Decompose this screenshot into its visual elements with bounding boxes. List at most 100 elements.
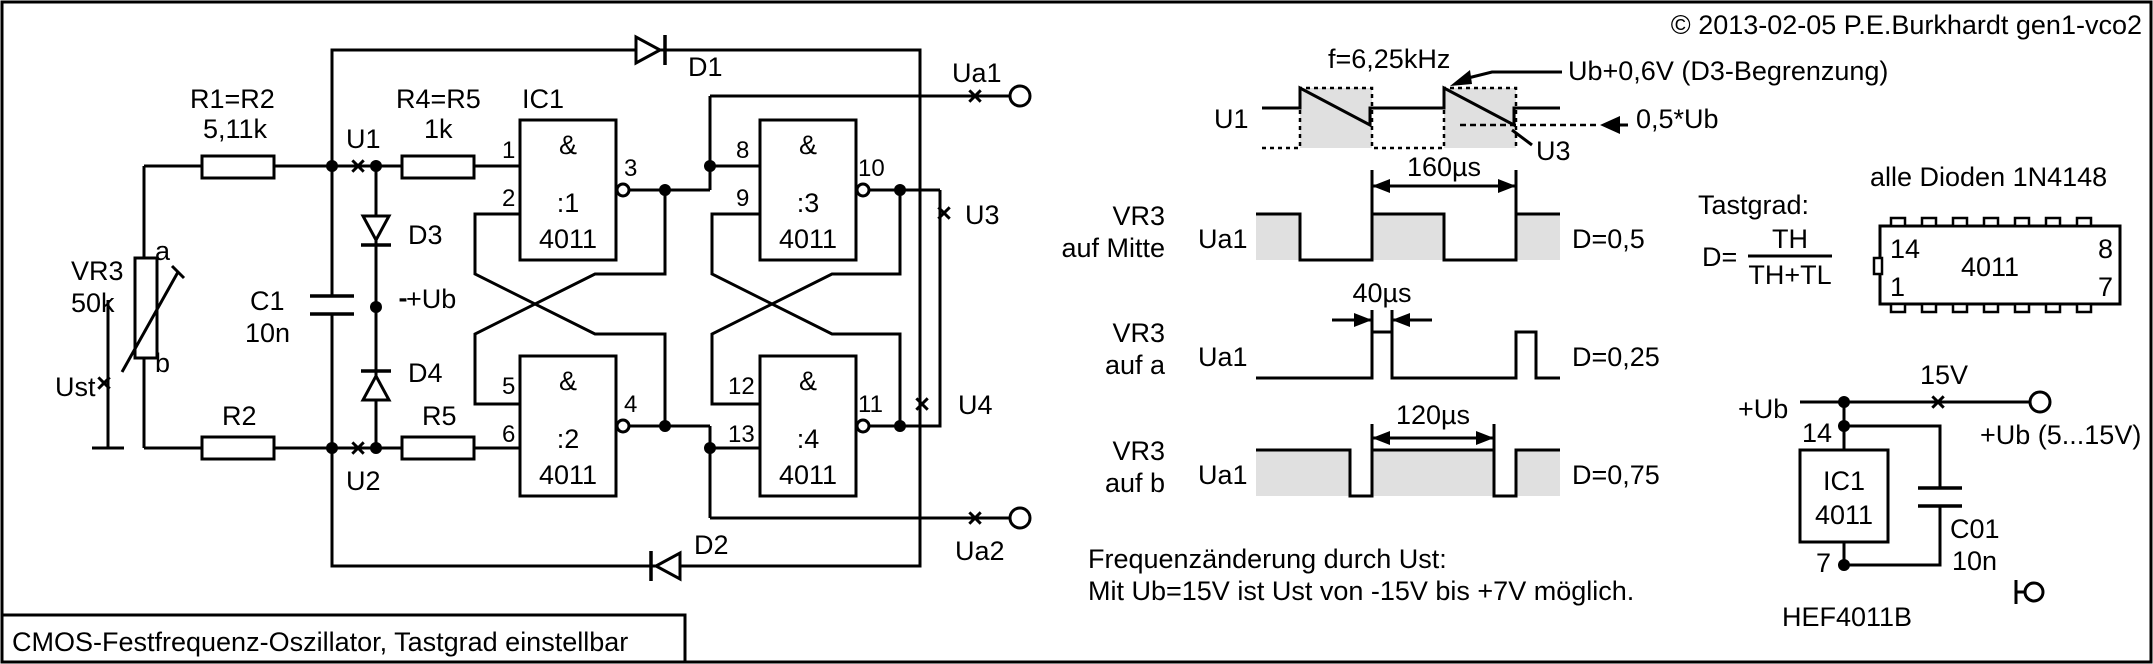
supply-part: HEF4011B	[1782, 602, 1912, 632]
gate-2-inverter	[615, 418, 631, 434]
row1-dim-arrow-left	[1372, 179, 1390, 193]
row3-duty: D=0,75	[1572, 460, 1660, 490]
junction-dot	[659, 420, 671, 432]
row2-waveform	[1256, 330, 1560, 380]
junction-dot	[326, 160, 338, 172]
gate-link-wires-b	[710, 164, 760, 450]
supply-ic-type: 4011	[1815, 500, 1873, 530]
supply-range: +Ub (5...15V)	[1980, 420, 2141, 450]
label-ust: Ust	[55, 372, 96, 402]
row1-signal: Ua1	[1198, 224, 1248, 254]
ub-limit-arrow	[1450, 70, 1472, 86]
package-title: alle Dioden 1N4148	[1870, 162, 2107, 192]
gate-1	[518, 118, 618, 262]
gate-3-pin-b: 9	[736, 185, 749, 212]
label-ub-limit: Ub+0,6V (D3-Begrenzung)	[1568, 56, 1888, 86]
u1-u3-waveform	[1262, 85, 1600, 150]
row2-dim-arrow-left	[1354, 313, 1372, 327]
junction-dot	[704, 160, 716, 172]
label-plus-ub: +Ub	[406, 284, 456, 314]
ust-marker: ×	[96, 368, 112, 398]
label-c1: C1	[250, 286, 285, 316]
gate-1-name: :1	[557, 188, 580, 218]
row3-dimension	[1370, 424, 1496, 450]
row2-line1: VR3	[1112, 318, 1165, 348]
supply-pin14: 14	[1802, 418, 1832, 448]
label-u3-wave: U3	[1536, 136, 1571, 166]
gate-4	[758, 354, 858, 498]
label-d3: D3	[408, 220, 443, 250]
copyright-note: © 2013-02-05 P.E.Burkhardt gen1-vco2	[1671, 10, 2142, 40]
cross-wire-b	[473, 190, 667, 406]
plus-ub-tick: -	[399, 283, 408, 313]
row3-waveform	[1256, 448, 1560, 498]
junction-dot	[370, 442, 382, 454]
gate-1-pin-a: 1	[502, 137, 515, 164]
label-u2: U2	[346, 466, 381, 496]
row1-dim-arrow-right	[1498, 179, 1516, 193]
gate-4-inverter	[855, 418, 871, 434]
output-lines	[710, 94, 1010, 520]
resistor-r5	[400, 435, 476, 461]
title-box	[0, 613, 687, 664]
gate-3-name: :3	[797, 188, 820, 218]
row3-line2: auf b	[1105, 468, 1165, 498]
label-u1: U1	[346, 124, 381, 154]
ua1-terminal	[1008, 84, 1032, 108]
u1-marker: ×	[350, 151, 366, 181]
ic1-supply-box	[1798, 448, 1890, 544]
gate-1-symbol: &	[559, 130, 577, 160]
ground-terminal	[2023, 581, 2045, 603]
u4-marker: ×	[914, 389, 930, 419]
label-d2: D2	[694, 530, 729, 560]
resistor-r4	[400, 154, 476, 180]
label-vr3-a: a	[155, 236, 171, 266]
gate-3-inverter	[855, 182, 871, 198]
gate-2	[518, 354, 618, 498]
junction-dot	[1838, 420, 1850, 432]
package-pin8: 8	[2098, 234, 2113, 264]
row3-signal: Ua1	[1198, 460, 1248, 490]
row2-signal: Ua1	[1198, 342, 1248, 372]
gate-1-type: 4011	[539, 224, 597, 254]
gate-1-pin-out: 3	[624, 155, 637, 182]
row1-waveform	[1256, 212, 1560, 262]
wire-u1-u2	[332, 164, 402, 450]
row1-dimension	[1370, 170, 1518, 214]
supply-terminal	[2028, 390, 2052, 414]
formula-title: Tastgrad:	[1698, 190, 1809, 220]
potentiometer-arrow	[120, 271, 180, 373]
supply-15v: 15V	[1920, 360, 1968, 390]
gate-2-pin-a: 5	[502, 373, 515, 400]
u2-marker: ×	[350, 433, 366, 463]
label-r5: R5	[422, 401, 457, 431]
row2-duty: D=0,25	[1572, 342, 1660, 372]
label-c01-value: 10n	[1952, 546, 1997, 576]
supply-marker: ×	[1930, 387, 1946, 417]
formula-denominator: TH+TL	[1748, 260, 1831, 290]
ua2-terminal	[1008, 506, 1032, 530]
junction-dot	[894, 184, 906, 196]
gate-3-type: 4011	[779, 224, 837, 254]
supply-ic: IC1	[1823, 466, 1865, 496]
diode-d3	[360, 214, 392, 247]
ua2-marker: ×	[967, 503, 983, 533]
label-r1-value: 5,11k	[203, 114, 268, 144]
gate-4-name: :4	[797, 424, 820, 454]
formula-lhs: D=	[1702, 242, 1737, 272]
row2-line2: auf a	[1105, 350, 1166, 380]
label-ua1: Ua1	[952, 58, 1002, 88]
ub-limit-leader	[1459, 70, 1562, 82]
gate-1-inverter	[615, 182, 631, 198]
gate-4-pin-out: 11	[858, 391, 883, 418]
label-ic1: IC1	[522, 84, 564, 114]
label-c01: C01	[1950, 514, 2000, 544]
label-vr3: VR3	[71, 256, 124, 286]
label-d4: D4	[408, 358, 443, 388]
junction-dot	[370, 301, 382, 313]
potentiometer-arrow-tip	[170, 264, 186, 280]
junction-dot	[659, 184, 671, 196]
diode-d2	[649, 550, 682, 582]
